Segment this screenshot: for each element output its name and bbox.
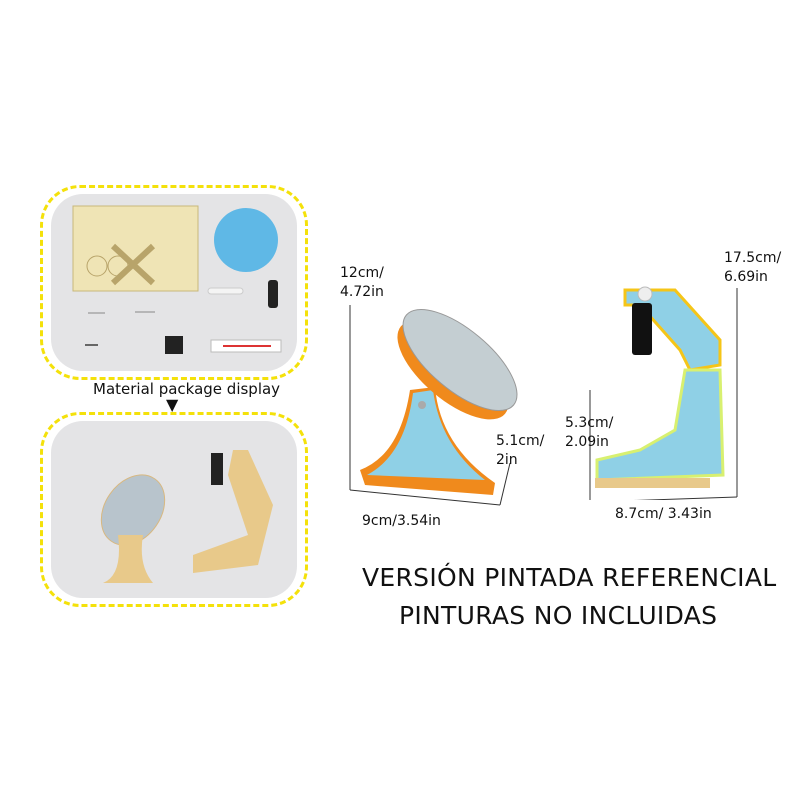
arm-height-in: 6.69in — [724, 269, 768, 285]
material-package-panel — [40, 185, 308, 380]
solar-model-photo — [349, 305, 518, 506]
notice-line-1: VERSIÓN PINTADA REFERENCIAL — [362, 563, 777, 592]
kit-parts-illustration — [72, 205, 282, 354]
bottle — [268, 280, 278, 308]
down-arrow-icon: ▼ — [166, 395, 179, 414]
wood-sheet — [72, 205, 199, 292]
solar-height-cm: 12cm/ — [340, 265, 384, 281]
assembled-models-photo — [100, 450, 273, 583]
arm-depth-cm: 5.3cm/ — [565, 415, 614, 431]
arm-height-cm: 17.5cm/ — [724, 250, 782, 266]
assembled-models-panel — [40, 412, 308, 607]
solar-height-in: 4.72in — [340, 284, 384, 300]
arm-height-label: 17.5cm/ 6.69in — [724, 249, 781, 287]
arm-model-photo — [589, 286, 738, 500]
arm-depth-in: 2.09in — [565, 434, 609, 450]
solar-width-label: 9cm/3.54in — [362, 513, 441, 529]
notice-line-2: PINTURAS NO INCLUIDAS — [399, 601, 718, 630]
material-package-caption: Material package display — [93, 380, 281, 398]
arm-width-label: 8.7cm/ 3.43in — [615, 506, 712, 522]
solar-depth-label: 5.1cm/ 2in — [496, 432, 544, 470]
arm-depth-label: 5.3cm/ 2.09in — [565, 414, 613, 452]
solar-depth-in: 2in — [496, 452, 518, 468]
mirror-disc — [214, 208, 278, 272]
solar-depth-cm: 5.1cm/ — [496, 433, 545, 449]
solar-height-label: 12cm/ 4.72in — [340, 264, 384, 302]
